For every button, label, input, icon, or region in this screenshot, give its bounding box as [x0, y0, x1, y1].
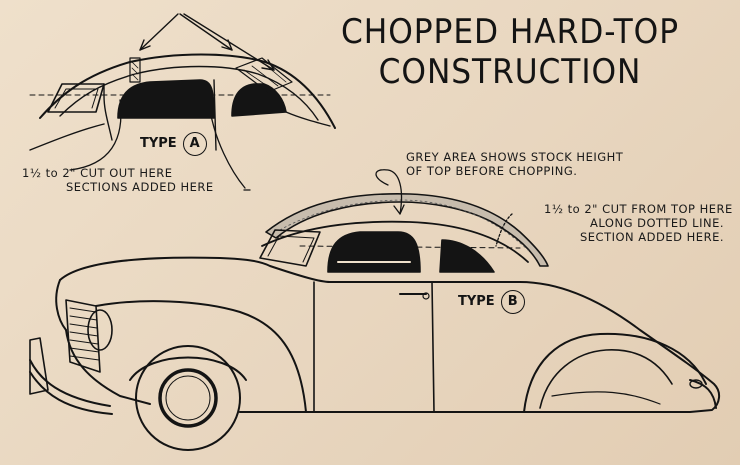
type-a-note-line-1: 1½ to 2" CUT OUT HERE [22, 166, 173, 180]
type-a-circle-badge: A [182, 132, 207, 156]
type-b-word: TYPE [458, 294, 495, 309]
cut-note-line-3: SECTION ADDED HERE. [579, 230, 724, 244]
grey-area-note-line-2: OF TOP BEFORE CHOPPING. [406, 164, 578, 178]
cut-note: 1½ to 2" CUT FROM TOP HERE ALONG DOTTED … [544, 202, 733, 244]
type-a-word: TYPE [140, 136, 177, 151]
type-a-note: 1½ to 2" CUT OUT HERE SECTIONS ADDED HER… [22, 166, 214, 194]
title-line-1: CHOPPED HARD-TOP [341, 12, 679, 52]
type-a-note-line-2: SECTIONS ADDED HERE [66, 180, 214, 194]
grey-area-note-line-1: GREY AREA SHOWS STOCK HEIGHT [406, 150, 624, 164]
cut-note-line-2: ALONG DOTTED LINE. [590, 216, 724, 230]
type-b-label: TYPE B [458, 290, 525, 314]
type-a-roof-drawing [29, 13, 336, 191]
type-a-label: TYPE A [140, 132, 207, 156]
title-line-2: CONSTRUCTION [378, 52, 642, 92]
cut-note-line-1: 1½ to 2" CUT FROM TOP HERE [544, 202, 733, 216]
page-title: CHOPPED HARD-TOP CONSTRUCTION [317, 12, 703, 92]
type-b-circle-badge: B [500, 290, 525, 314]
type-b-car-drawing [29, 169, 720, 451]
grey-area-note: GREY AREA SHOWS STOCK HEIGHT OF TOP BEFO… [406, 150, 623, 178]
